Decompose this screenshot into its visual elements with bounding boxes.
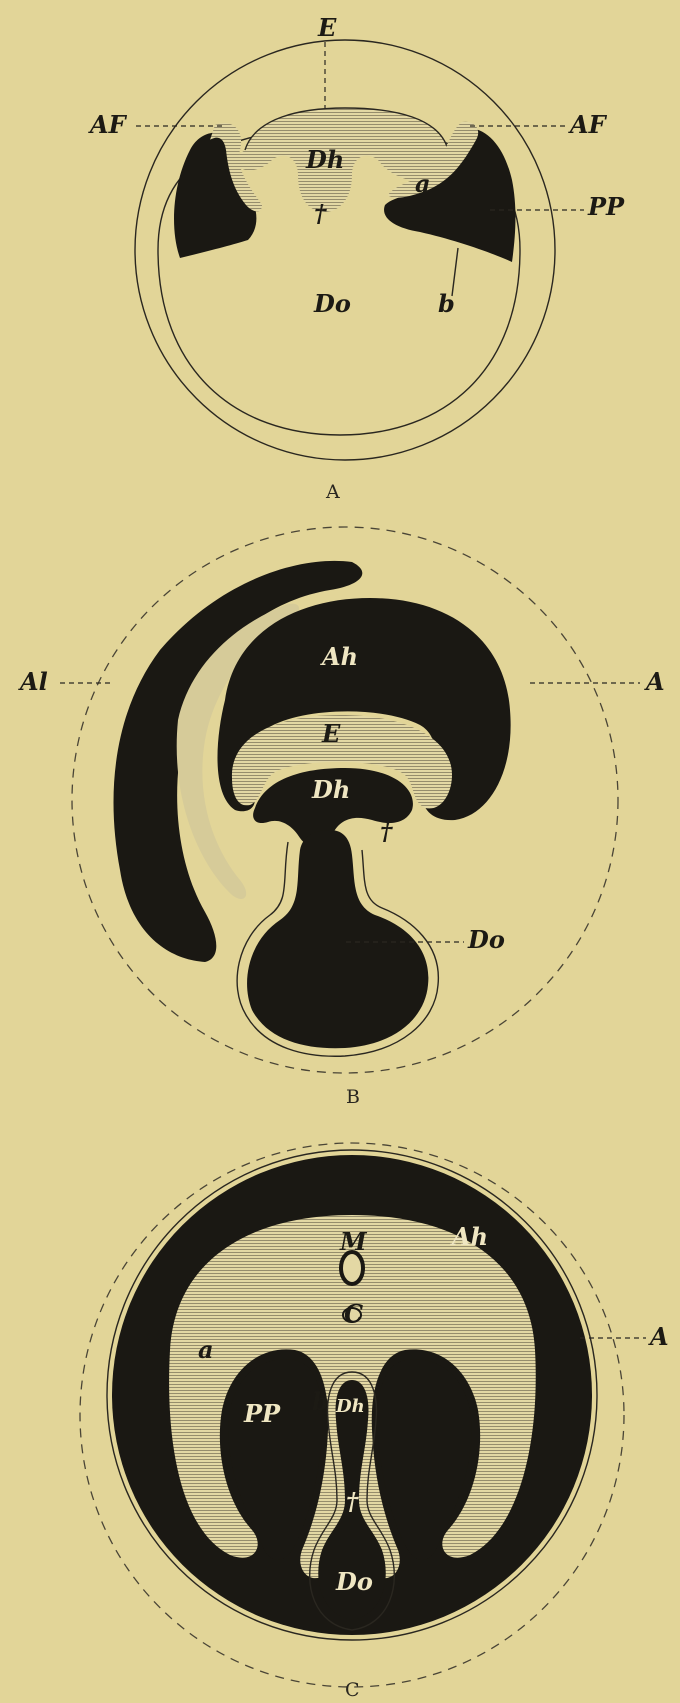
figure-a-caption: A (325, 481, 340, 503)
figure-c-label-C: C (344, 1299, 363, 1328)
figure-c-label-Do: Do (335, 1567, 373, 1596)
figure-b-label-A: A (644, 667, 665, 696)
figure-b-yolk-sac-Do (247, 830, 428, 1048)
figure-a-label-AF-left: AF (88, 110, 128, 139)
figure-a-label-a: a (415, 169, 431, 198)
figure-c-caption: C (345, 1679, 360, 1701)
figure-b-label-Ah: Ah (320, 642, 358, 671)
figure-b-label-Dh: Dh (311, 775, 350, 804)
figure-a-label-Do: Do (313, 289, 351, 318)
figure-c-label-PP: PP (243, 1399, 281, 1428)
figure-a-leader-b (452, 248, 458, 296)
figure-c-label-Dh: Dh (335, 1396, 365, 1417)
figure-b-label-Al: Al (18, 667, 48, 696)
figure-a-label-AF-right: AF (568, 110, 608, 139)
figure-c-medullary-tube-M (341, 1252, 363, 1284)
figure-a-label-E: E (317, 13, 337, 42)
figure-b-label-Do: Do (467, 925, 505, 954)
figure-b-label-E: E (321, 719, 341, 748)
figure-a: E AF AF Dh a † PP b Do A (88, 13, 625, 503)
figure-a-label-Dh: Dh (305, 145, 344, 174)
figure-c: M Ah C A a PP b Dh † Do C (80, 1143, 669, 1701)
figure-a-label-dagger: † (314, 199, 327, 228)
figure-c-label-dagger: † (346, 1487, 359, 1516)
figure-c-label-A: A (648, 1322, 669, 1351)
figure-b: Al Ah A E Dh † Do B (18, 527, 665, 1108)
figure-b-label-dagger: † (380, 817, 393, 846)
figure-c-label-b: b (312, 1387, 329, 1416)
figure-b-caption: B (346, 1086, 360, 1108)
figure-c-label-Ah: Ah (450, 1222, 488, 1251)
figure-c-label-a: a (198, 1335, 214, 1364)
figure-c-label-M: M (339, 1227, 368, 1256)
figure-a-label-PP: PP (587, 192, 625, 221)
